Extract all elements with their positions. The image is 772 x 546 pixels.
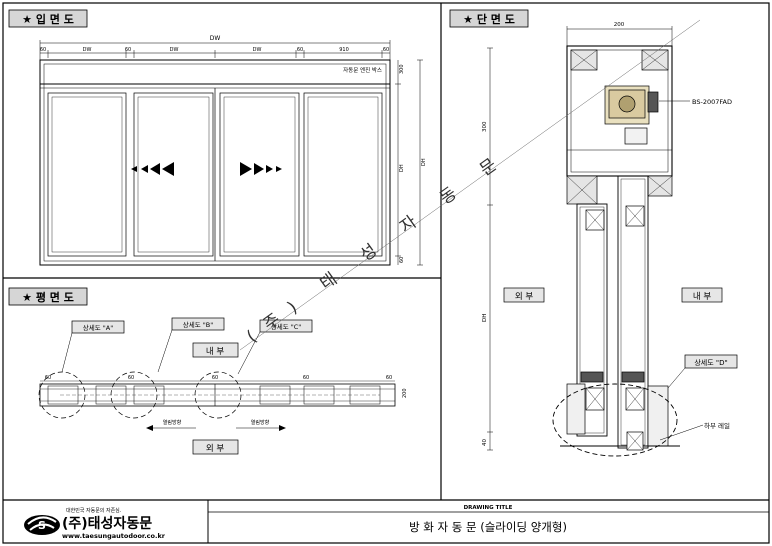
engine-box-label: 자동문 엔진 박스: [343, 66, 382, 74]
elev-dim-6: 60: [297, 47, 303, 53]
drawing-title: 방 화 자 동 문 (슬라이딩 양개형): [409, 520, 567, 534]
plan-outside-label: 외 부: [206, 443, 225, 454]
detail-d-label: 상세도 "D": [694, 358, 727, 367]
section-title-tab: ★ 단 면 도: [449, 9, 529, 28]
lower-rail-label: 하부 레일: [704, 421, 730, 430]
plan-dim-1: 60: [45, 375, 51, 381]
elev-dim-8: 60: [383, 47, 389, 53]
title-block: DRAWING TITLE 방 화 자 동 문 (슬라이딩 양개형) S 대한민…: [24, 500, 769, 543]
plan-inside-label: 내 부: [206, 347, 225, 357]
open-direction-left: 열림방향: [163, 419, 182, 426]
motor-label: BS-2007FAD: [692, 98, 732, 106]
section-dim-left-3: 40: [482, 439, 488, 446]
company-name: (주)태성자동문: [62, 516, 152, 532]
elev-dim-3: 60: [125, 47, 131, 53]
elev-dim-5: DW: [253, 47, 262, 53]
plan-dim-3: 60: [212, 375, 218, 381]
plan-dim-6: 200: [402, 388, 408, 398]
company-tagline: 대한민국 자동문의 자존심.: [66, 507, 122, 514]
section-dim-left-1: 300: [482, 121, 488, 132]
section-dim-top: 200: [614, 22, 625, 28]
detail-a-label: 상세도 "A": [83, 323, 113, 332]
elevation-dim-total: DW: [210, 35, 221, 42]
elevation-title-tab: ★ 입 면 도: [8, 9, 88, 28]
plan-title: ★ 평 면 도: [22, 290, 74, 304]
plan-drawing: 60 60 60 60 60 200 상세도 "A" 상세도 "B" 상세도 "…: [38, 317, 408, 455]
plan-dim-2: 60: [128, 375, 134, 381]
drawing-title-header: DRAWING TITLE: [464, 505, 513, 511]
open-direction-right: 열림방향: [251, 419, 270, 426]
elev-right-dim-2: DH: [399, 164, 405, 172]
section-drawing: 200 300 DH 40 BS-2007FAD: [482, 22, 738, 457]
plan-dim-5: 60: [386, 375, 392, 381]
company-logo: S: [24, 515, 60, 535]
elev-dim-7: 910: [339, 47, 349, 53]
svg-text:S: S: [38, 519, 46, 532]
elev-dim-2: DW: [83, 47, 92, 53]
section-outside-label: 외 부: [515, 291, 534, 302]
watermark-line: [239, 19, 701, 351]
company-url: www.taesungautodoor.co.kr: [62, 532, 166, 540]
elev-dim-1: 60: [40, 47, 46, 53]
plan-dim-4: 60: [303, 375, 309, 381]
elev-right-dim-total: DH: [421, 158, 427, 166]
elevation-drawing: DW 60 DW 60 DW DW 60 910 60 자동문 엔진 박스: [39, 35, 427, 266]
elev-right-dim-3: 60: [399, 257, 405, 263]
elevation-title: ★ 입 면 도: [22, 12, 74, 26]
elev-right-dim-1: 300: [399, 64, 405, 74]
watermark-text: (주) 태 성 자 동 문: [243, 147, 512, 347]
plan-title-tab: ★ 평 면 도: [8, 287, 88, 306]
section-inside-label: 내 부: [693, 292, 712, 302]
detail-c-label: 상세도 "C": [271, 322, 302, 331]
elev-dim-4: DW: [170, 47, 179, 53]
section-title: ★ 단 면 도: [463, 12, 515, 26]
detail-b-label: 상세도 "B": [183, 320, 213, 329]
section-dim-left-2: DH: [482, 314, 488, 322]
